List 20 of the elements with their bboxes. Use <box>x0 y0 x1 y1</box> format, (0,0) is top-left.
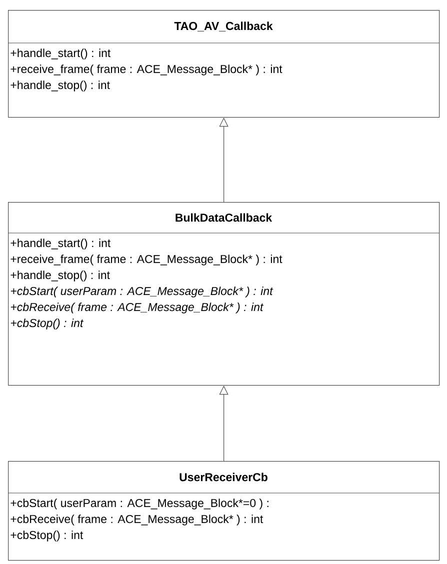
method-text: +receive_frame( frame : ACE_Message_Block* ) : int <box>10 254 282 266</box>
method-text: +cbReceive( frame : ACE_Message_Block* ) : int <box>10 514 264 526</box>
method-text: +receive_frame( frame : ACE_Message_Block* ) : int <box>10 64 282 76</box>
inheritance-arrow <box>219 386 228 462</box>
method-text: +handle_stop() : int <box>10 270 110 282</box>
class-box <box>8 10 440 118</box>
method-text: +cbStart( userParam : ACE_Message_Block* ) : int <box>10 286 274 298</box>
method-text: +cbReceive( frame : ACE_Message_Block* ) : int <box>10 302 264 314</box>
method-text: +cbStop() : int <box>10 530 84 542</box>
method-text: +handle_start() : int <box>10 48 111 60</box>
method-text: +handle_stop() : int <box>10 80 110 92</box>
class-name: BulkDataCallback <box>176 213 272 222</box>
method-text: +handle_start() : int <box>10 238 111 250</box>
class-name: TAO_AV_Callback <box>174 22 273 32</box>
class-name: UserReceiverCb <box>180 472 268 482</box>
method-text: +cbStart( userParam : ACE_Message_Block*=0 ) : <box>10 498 268 510</box>
inheritance-arrow <box>219 118 228 202</box>
class-box <box>8 202 440 386</box>
class-box <box>8 461 440 561</box>
method-text: +cbStop() : int <box>10 318 84 330</box>
